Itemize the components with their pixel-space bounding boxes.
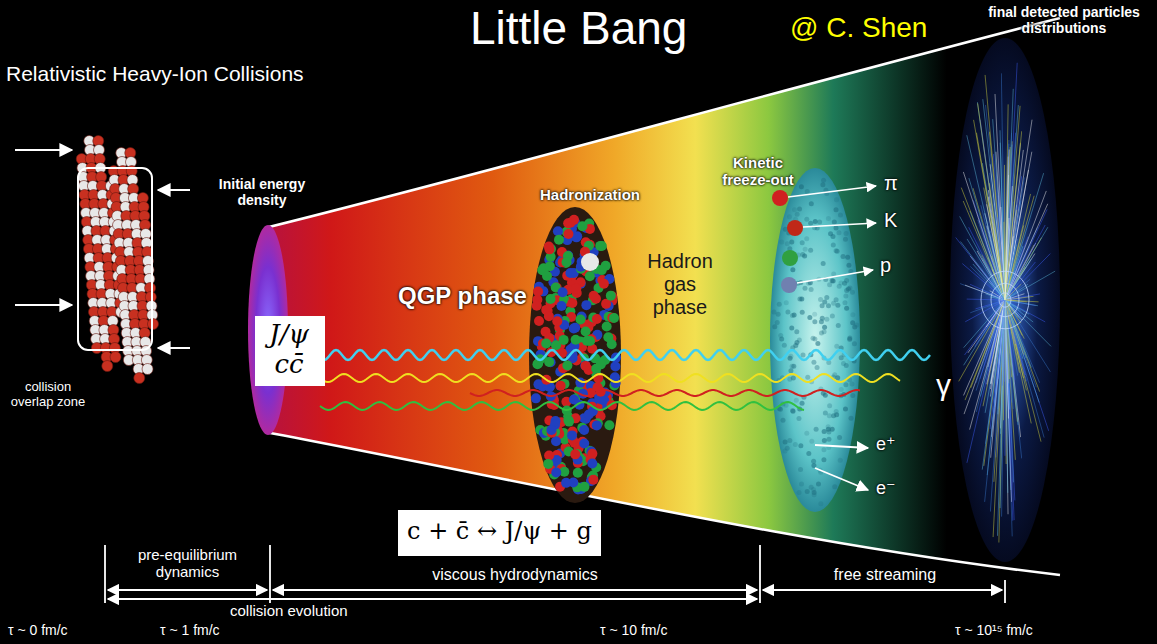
equation-box: J/ψ cc̄ — [255, 316, 325, 386]
hadron-dots — [531, 215, 621, 495]
particle-label: e⁺ — [876, 434, 896, 455]
freeze-out-ellipse — [770, 168, 860, 512]
overlap-zone-outline — [78, 168, 152, 350]
nuclei — [76, 136, 158, 384]
stage-label: final detected particles distributions — [978, 4, 1150, 36]
fireball-funnel — [265, 18, 1060, 575]
credit: @ C. Shen — [790, 12, 927, 44]
particle-label: π — [884, 172, 898, 195]
timeline-label: free streaming — [800, 566, 970, 584]
time-label: τ ~ 0 fm/c — [8, 622, 68, 638]
stage-label: Hadronization — [540, 186, 640, 203]
dilepton-arrows — [815, 445, 868, 490]
title: Little Bang — [470, 2, 687, 55]
stage-label: Kinetic freeze-out — [712, 154, 804, 189]
zone-label: collision overlap zone — [6, 380, 90, 410]
detector-tracks — [956, 63, 1055, 543]
phase-label: QGP phase — [398, 282, 527, 310]
detector-event — [950, 38, 1060, 562]
timeline-label: viscous hydrodynamics — [400, 566, 630, 584]
phase-label: Hadron gas phase — [636, 250, 724, 319]
particle-label: e⁻ — [876, 478, 896, 499]
equation-text: J/ψ cc̄ — [259, 320, 319, 380]
stage-label: Initial energy density — [198, 176, 326, 208]
time-label: τ ~ 10 fm/c — [600, 622, 667, 638]
timeline-label: collision evolution — [230, 602, 348, 619]
emission-waves — [318, 350, 930, 410]
funnel-edge — [265, 432, 1060, 575]
particle-label: p — [880, 254, 891, 277]
particle-label: K — [884, 209, 897, 232]
time-label: τ ~ 10¹⁵ fm/c — [955, 622, 1033, 638]
freeze-out-texture — [771, 178, 859, 506]
time-label: τ ~ 1 fm/c — [160, 622, 220, 638]
particle-label: γ — [936, 368, 951, 403]
equation-text: c + c̄ ↔ J/ψ + g — [406, 518, 593, 546]
subtitle: Relativistic Heavy-Ion Collisions — [6, 62, 304, 86]
collision-arrows — [15, 150, 190, 348]
timeline-label: pre-equilibrium dynamics — [110, 546, 265, 581]
equation-box: c + c̄ ↔ J/ψ + g — [398, 510, 601, 556]
